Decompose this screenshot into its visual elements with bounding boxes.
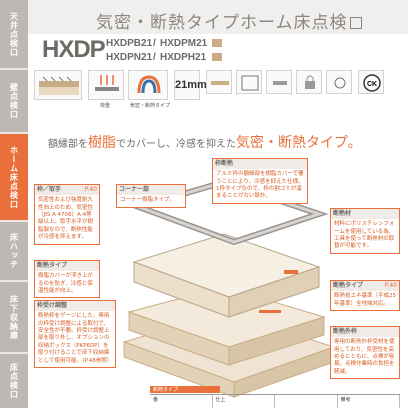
model-4: HXDPH21	[160, 52, 207, 63]
handle-icon	[266, 70, 292, 94]
frame-icon	[236, 70, 262, 94]
callout-corner: コーナー部 コーナー樹脂タイプ。	[116, 184, 186, 208]
model-3: HXDPN21	[106, 52, 153, 63]
tab-home-floor[interactable]: ホーム床点検口	[0, 134, 28, 220]
model-separator-2: /	[153, 52, 156, 63]
model-2: HXDPM21	[160, 38, 208, 49]
floor-hatch-drawing	[122, 178, 336, 398]
tab-floor-hatch[interactable]: 床ハッチ	[0, 222, 28, 280]
tab-wall[interactable]: 壁点検口	[0, 70, 28, 132]
feature-icons: 荷重 気密・断熱タイプ 21mm CK	[34, 70, 404, 118]
thickness-icon: 21mm	[174, 70, 207, 100]
model-1: HXDPB21	[106, 38, 153, 49]
callout-airtight-frame: 枠断熱 アルミ枠の額縁部を樹脂カバーで覆うことにより、冷感を抑えた仕様。1枠タイ…	[212, 158, 308, 204]
tab-floor-inspection[interactable]: 床点検口	[0, 354, 28, 408]
model-tag-1	[212, 39, 223, 47]
ck-icon: CK	[358, 70, 384, 94]
model-separator-1: /	[153, 38, 156, 49]
header-band	[28, 0, 408, 34]
series-code: HXDP	[42, 36, 106, 63]
callout-insulation-frame: 断熱外枠 専用の断熱外枠受材を使用しており、気密性を高めるとともに、点検が容易。…	[330, 326, 400, 380]
tab-ceiling[interactable]: 天井点検口	[0, 0, 28, 68]
tagline: 額縁部を樹脂でカバーし、冷感を抑えた気密・断熱タイプ。	[48, 135, 362, 151]
model-tag-2	[212, 53, 223, 61]
airtight-icon	[128, 70, 168, 100]
screw-icon	[326, 70, 352, 94]
callout-resin-cover: 断熱タイプ 樹脂カバーが浮き上がるのを防ぎ、冷感と保温性能が向上。	[34, 260, 100, 299]
section-tabs: 天井点検口 壁点検口 ホーム床点検口 床ハッチ 床下収納庫 床点検口	[0, 0, 28, 408]
callout-adjustment: 枠受け調整 断熱枠をゲージにした、専用の枠受け調整による取付で、安全性が不要。枠…	[34, 300, 116, 369]
title-square-glyph	[349, 17, 362, 29]
footer-bar: 断熱タイプ	[150, 386, 220, 393]
series-row: HXDP HXDPB21 / HXDPM21 HXDPN21 / HXDPH21	[28, 34, 408, 68]
callout-insulation: 断熱材 材料にポリスチレンフォームを使用している為、工具を使って断熱材の取替が可…	[330, 208, 400, 254]
floor-icon	[206, 70, 232, 94]
lock-icon	[296, 70, 322, 94]
load-icon	[88, 70, 124, 100]
footer-table: 番 仕上 備考	[150, 394, 400, 408]
insulation-icon	[34, 70, 82, 100]
svg-text:CK: CK	[367, 81, 377, 88]
tab-underfloor-storage[interactable]: 床下収納庫	[0, 282, 28, 352]
page-title: 気密・断熱タイプホーム床点検	[96, 8, 362, 33]
